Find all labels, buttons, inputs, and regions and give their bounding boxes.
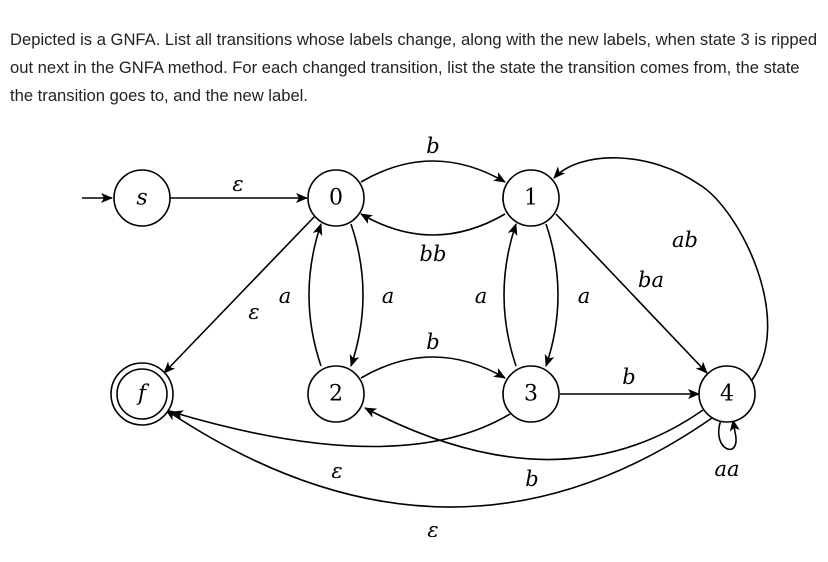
label-1-0: bb: [420, 242, 447, 266]
label-s-0: ε: [232, 172, 243, 196]
state-label: 3: [524, 382, 538, 407]
label-3-4: b: [622, 365, 635, 389]
label-4-1: ab: [672, 228, 698, 252]
edge-1-4: [555, 213, 708, 374]
label-0-2: a: [382, 284, 395, 308]
label-1-4: ba: [638, 268, 664, 292]
state-label: s: [136, 186, 147, 211]
edge-0-1: [360, 160, 506, 183]
label-4-f: ε: [427, 518, 438, 542]
label-1-3: a: [578, 284, 591, 308]
label-4-4: aa: [714, 457, 739, 481]
edge-2-3: [360, 356, 506, 379]
state-label: 2: [329, 382, 343, 407]
edge-0-2: [349, 223, 364, 367]
state-2: 2: [307, 365, 365, 423]
edge-1-3: [544, 223, 559, 367]
state-label: 0: [329, 186, 343, 211]
state-s: s: [113, 169, 171, 227]
label-2-3: b: [426, 330, 439, 354]
edge-4-1: [553, 157, 769, 381]
state-0: 0: [307, 169, 365, 227]
label-0-f: ε: [248, 300, 259, 324]
edge-4-2: [364, 407, 704, 461]
state-3: 3: [502, 365, 560, 423]
state-f-accept: f: [110, 362, 174, 426]
label-0-1: b: [426, 134, 439, 158]
edge-3-f: [171, 410, 511, 448]
edge-4-f: [165, 409, 713, 508]
label-3-1: a: [475, 284, 488, 308]
question-text: Depicted is a GNFA. List all transitions…: [10, 30, 818, 105]
edge-2-0: [308, 223, 323, 367]
label-4-2: b: [525, 467, 538, 491]
state-label: 4: [720, 382, 734, 407]
label-3-f: ε: [331, 459, 342, 483]
state-4: 4: [698, 365, 756, 423]
state-label: 1: [524, 186, 538, 211]
edge-3-1: [503, 223, 518, 367]
state-1: 1: [502, 169, 560, 227]
label-2-0: a: [279, 284, 292, 308]
edge-1-0: [360, 213, 506, 236]
edge-4-4: [718, 419, 740, 451]
edge-0-f: [163, 215, 316, 374]
